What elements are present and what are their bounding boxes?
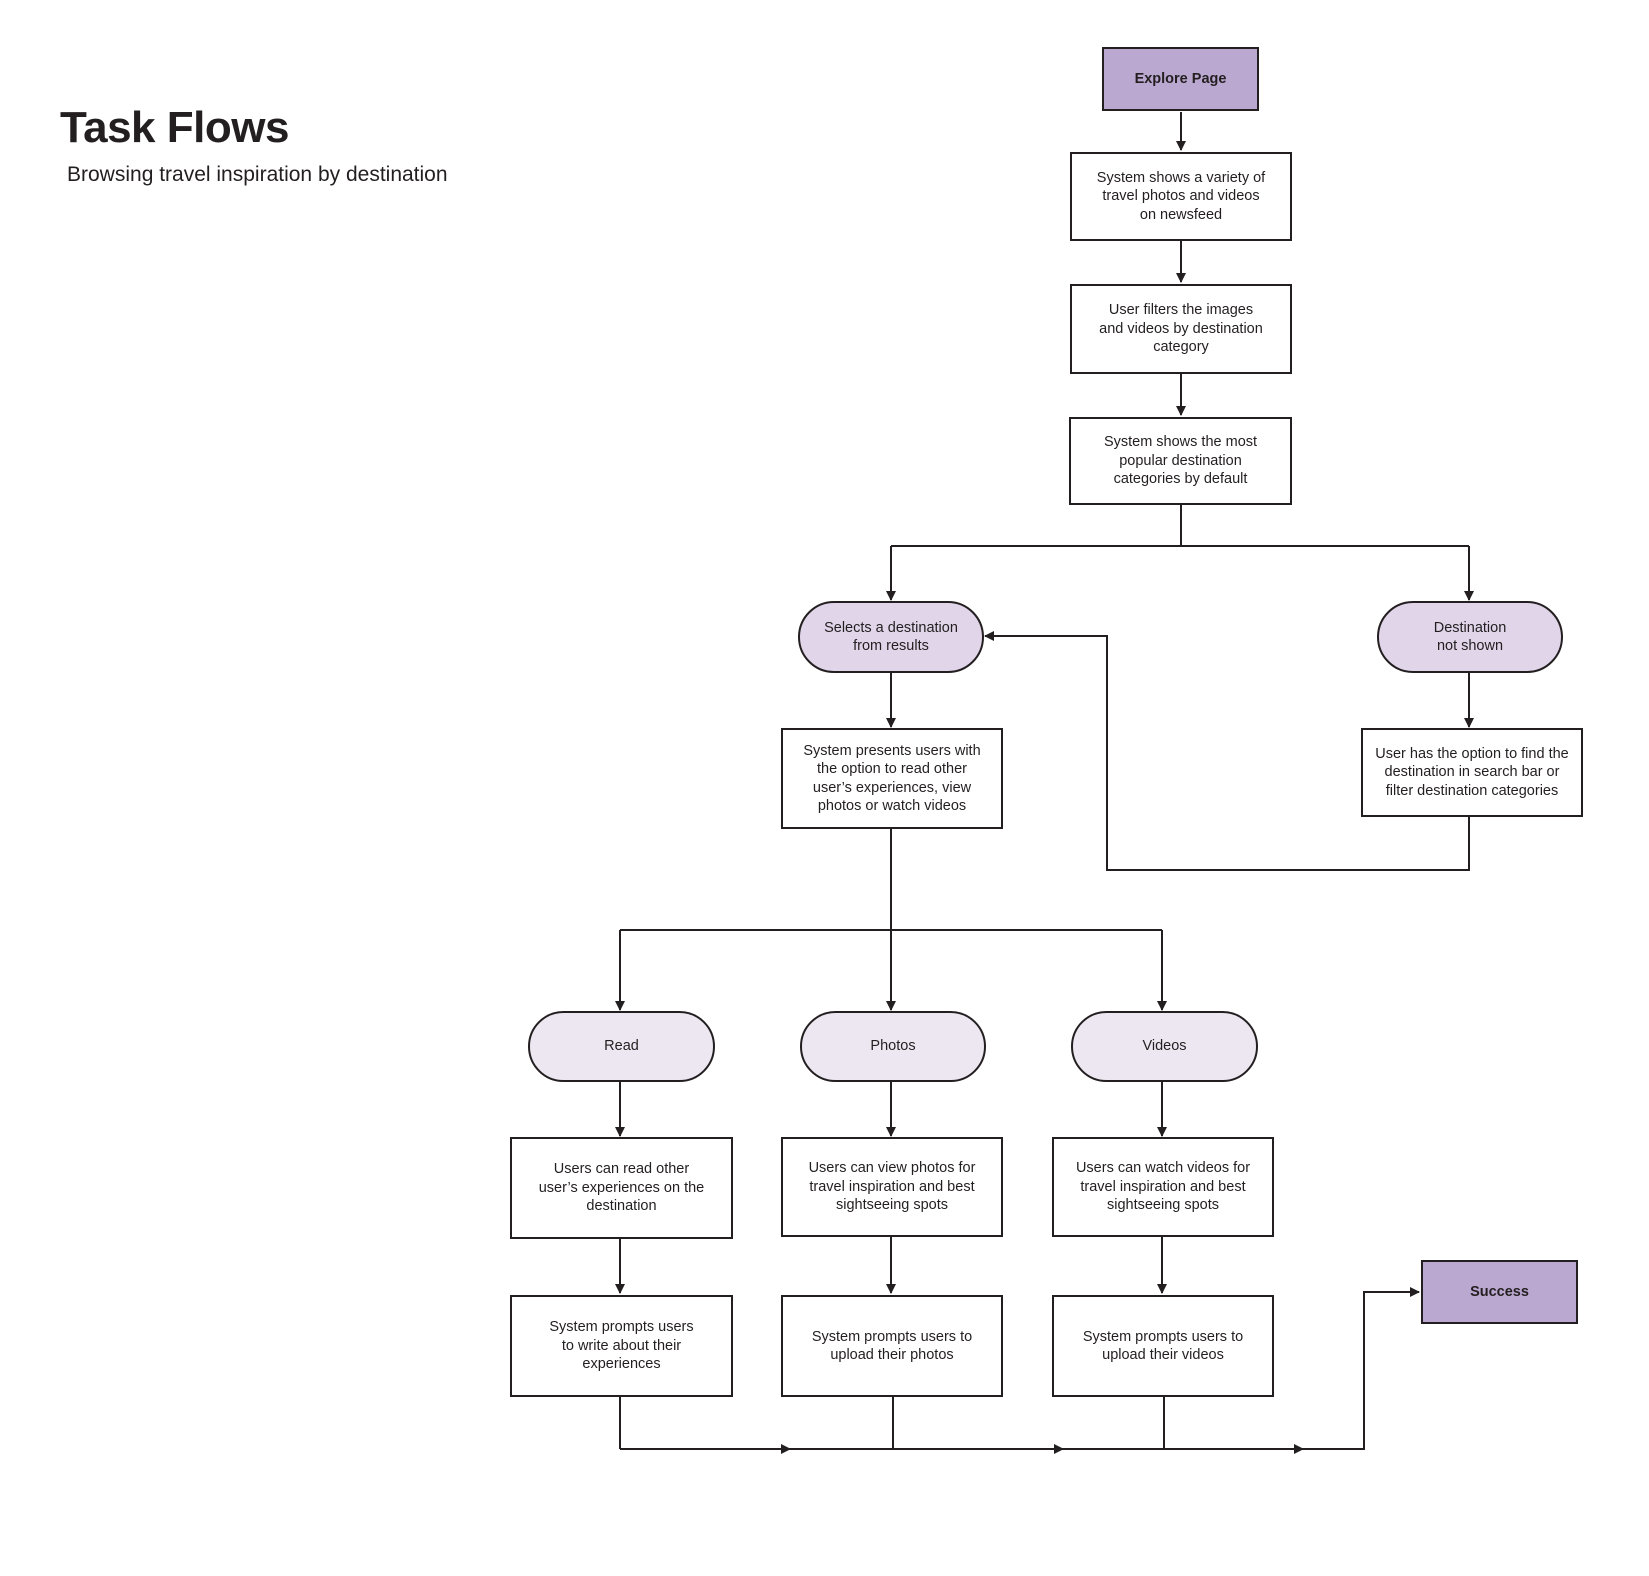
shows-popular-node: System shows the most popular destinatio… bbox=[1069, 417, 1292, 505]
prompt-write-node: System prompts users to write about thei… bbox=[510, 1295, 733, 1397]
selects-destination-label: Selects a destination from results bbox=[824, 619, 958, 654]
explore-page-node: Explore Page bbox=[1102, 47, 1259, 111]
photos-label: Photos bbox=[870, 1038, 916, 1055]
watch-videos-node: Users can watch videos for travel inspir… bbox=[1052, 1137, 1274, 1237]
videos-label: Videos bbox=[1142, 1038, 1187, 1055]
search-option-node: User has the option to find the destinat… bbox=[1361, 728, 1583, 817]
shows-popular-label: System shows the most popular destinatio… bbox=[1103, 434, 1258, 488]
destination-not-shown-node: Destination not shown bbox=[1377, 601, 1563, 673]
prompt-write-label: System prompts users to write about thei… bbox=[549, 1319, 694, 1373]
prompt-photos-node: System prompts users to upload their pho… bbox=[781, 1295, 1003, 1397]
user-filters-label: User filters the images and videos by de… bbox=[1099, 302, 1263, 356]
connector-search-loop-back bbox=[984, 631, 1470, 871]
view-photos-node: Users can view photos for travel inspira… bbox=[781, 1137, 1003, 1237]
read-node: Read bbox=[528, 1011, 715, 1082]
read-label: Read bbox=[604, 1038, 639, 1055]
prompt-videos-node: System prompts users to upload their vid… bbox=[1052, 1295, 1274, 1397]
presents-options-label: System presents users with the option to… bbox=[803, 742, 981, 814]
presents-options-node: System presents users with the option to… bbox=[781, 728, 1003, 829]
search-option-label: User has the option to find the destinat… bbox=[1375, 745, 1569, 799]
success-node: Success bbox=[1421, 1260, 1578, 1324]
explore-page-label: Explore Page bbox=[1134, 70, 1227, 87]
prompt-photos-label: System prompts users to upload their pho… bbox=[811, 1328, 973, 1363]
read-experiences-label: Users can read other user’s experiences … bbox=[538, 1161, 705, 1215]
videos-node: Videos bbox=[1071, 1011, 1258, 1082]
user-filters-node: User filters the images and videos by de… bbox=[1070, 284, 1292, 374]
page-title: Task Flows bbox=[60, 103, 289, 152]
shows-variety-node: System shows a variety of travel photos … bbox=[1070, 152, 1292, 241]
success-label: Success bbox=[1470, 1283, 1529, 1300]
prompt-videos-label: System prompts users to upload their vid… bbox=[1082, 1328, 1244, 1363]
shows-variety-label: System shows a variety of travel photos … bbox=[1096, 169, 1266, 223]
destination-not-shown-label: Destination not shown bbox=[1433, 619, 1507, 654]
connector-presents-split bbox=[620, 829, 1162, 931]
connector-popular-split bbox=[891, 505, 1469, 547]
photos-node: Photos bbox=[800, 1011, 986, 1082]
page-subtitle: Browsing travel inspiration by destinati… bbox=[67, 163, 448, 186]
selects-destination-node: Selects a destination from results bbox=[798, 601, 984, 673]
watch-videos-label: Users can watch videos for travel inspir… bbox=[1075, 1160, 1251, 1214]
connector-to-success bbox=[1303, 1287, 1420, 1450]
view-photos-label: Users can view photos for travel inspira… bbox=[808, 1160, 976, 1214]
read-experiences-node: Users can read other user’s experiences … bbox=[510, 1137, 733, 1239]
